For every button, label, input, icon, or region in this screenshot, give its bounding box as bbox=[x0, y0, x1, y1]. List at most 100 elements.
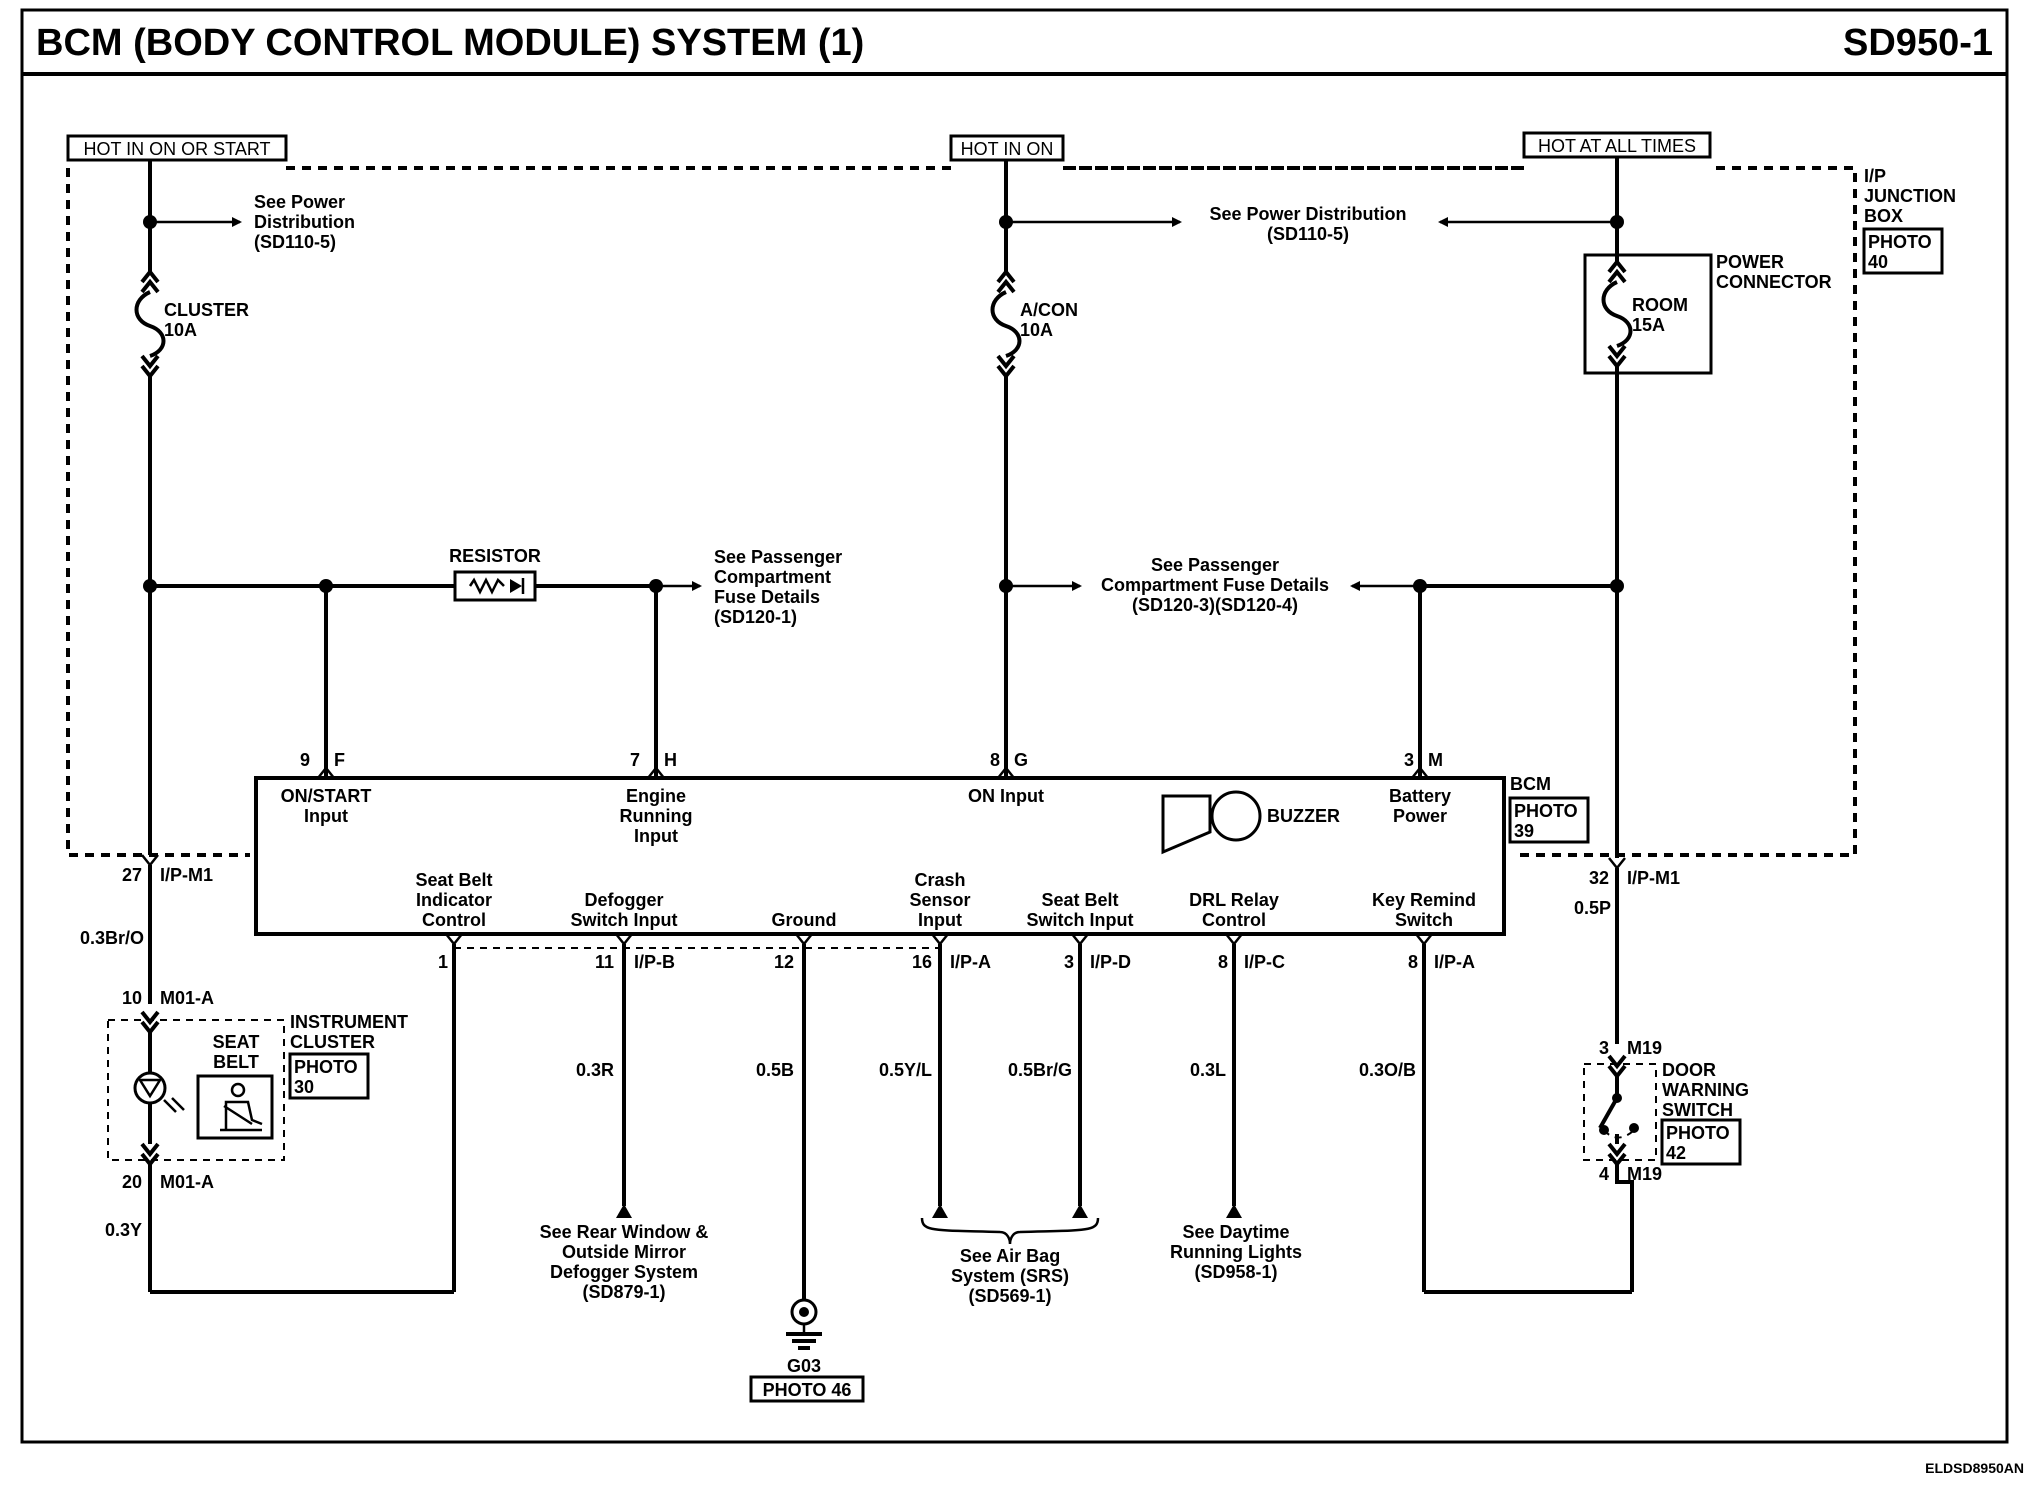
svg-text:BCM: BCM bbox=[1510, 774, 1551, 794]
bcm-output-crash-sensor: Crash Sensor Input bbox=[909, 870, 970, 930]
svg-text:0.5B: 0.5B bbox=[756, 1060, 794, 1080]
svg-text:10A: 10A bbox=[1020, 320, 1053, 340]
svg-text:M01-A: M01-A bbox=[160, 988, 214, 1008]
ref-passenger-right: See Passenger Compartment Fuse Details (… bbox=[1101, 555, 1329, 615]
svg-text:20: 20 bbox=[122, 1172, 142, 1192]
ref-airbag: See Air Bag System (SRS) (SD569-1) bbox=[951, 1246, 1069, 1306]
bcm-input-engine-running: 7 H Engine Running Input bbox=[620, 750, 693, 846]
svg-text:3: 3 bbox=[1404, 750, 1414, 770]
ground-symbol: G03 PHOTO 46 bbox=[749, 1298, 865, 1403]
door-warning-switch: DOOR WARNING SWITCH PHOTO 42 bbox=[1583, 1054, 1749, 1168]
svg-text:CLUSTER: CLUSTER bbox=[164, 300, 249, 320]
svg-text:Running Lights: Running Lights bbox=[1170, 1242, 1302, 1262]
svg-text:PHOTO: PHOTO bbox=[1514, 801, 1578, 821]
svg-text:ON Input: ON Input bbox=[968, 786, 1044, 806]
svg-text:M19: M19 bbox=[1627, 1164, 1662, 1184]
power-label-hot-start: HOT IN ON OR START bbox=[66, 134, 288, 162]
svg-text:PHOTO: PHOTO bbox=[1666, 1123, 1730, 1143]
ref-power-dist-mid: See Power Distribution (SD110-5) bbox=[1209, 204, 1406, 244]
svg-text:Control: Control bbox=[1202, 910, 1266, 930]
svg-text:M: M bbox=[1428, 750, 1443, 770]
bcm-output-defogger: Defogger Switch Input bbox=[571, 890, 678, 930]
svg-text:I/P-M1: I/P-M1 bbox=[1627, 868, 1680, 888]
bcm-output-drl: DRL Relay Control bbox=[1189, 890, 1279, 930]
ref-passenger-left: See Passenger Compartment Fuse Details (… bbox=[714, 547, 842, 627]
svg-text:BUZZER: BUZZER bbox=[1267, 806, 1340, 826]
svg-text:I/P-A: I/P-A bbox=[1434, 952, 1475, 972]
svg-text:PHOTO: PHOTO bbox=[1868, 232, 1932, 252]
svg-text:Defogger System: Defogger System bbox=[550, 1262, 698, 1282]
svg-text:1: 1 bbox=[438, 952, 448, 972]
svg-text:12: 12 bbox=[774, 952, 794, 972]
svg-text:Crash: Crash bbox=[914, 870, 965, 890]
svg-text:32: 32 bbox=[1589, 868, 1609, 888]
svg-text:39: 39 bbox=[1514, 821, 1534, 841]
bcm-input-battery: 3 M Battery Power bbox=[1389, 750, 1451, 826]
svg-text:SEAT: SEAT bbox=[213, 1032, 260, 1052]
svg-text:M01-A: M01-A bbox=[160, 1172, 214, 1192]
svg-text:See Power Distribution: See Power Distribution bbox=[1209, 204, 1406, 224]
svg-text:Switch Input: Switch Input bbox=[571, 910, 678, 930]
svg-text:F: F bbox=[334, 750, 345, 770]
svg-text:Running: Running bbox=[620, 806, 693, 826]
svg-text:DRL Relay: DRL Relay bbox=[1189, 890, 1279, 910]
power-label-hot-all: HOT AT ALL TIMES bbox=[1522, 131, 1712, 159]
svg-text:System (SRS): System (SRS) bbox=[951, 1266, 1069, 1286]
svg-text:8: 8 bbox=[990, 750, 1000, 770]
svg-text:10A: 10A bbox=[164, 320, 197, 340]
svg-text:(SD879-1): (SD879-1) bbox=[582, 1282, 665, 1302]
footer-ref: ELDSD8950AN bbox=[1925, 1460, 2024, 1476]
bcm-input-on: 8 G ON Input bbox=[968, 750, 1044, 806]
svg-text:G03: G03 bbox=[787, 1356, 821, 1376]
svg-text:BELT: BELT bbox=[213, 1052, 259, 1072]
svg-text:Power: Power bbox=[1393, 806, 1447, 826]
svg-text:See Passenger: See Passenger bbox=[1151, 555, 1279, 575]
ref-drl: See Daytime Running Lights (SD958-1) bbox=[1170, 1222, 1302, 1282]
instrument-cluster: SEAT BELT INSTRUMENT CLUSTER PHOTO 30 bbox=[107, 1010, 408, 1168]
airbag-brace bbox=[920, 1217, 1100, 1245]
svg-text:See Air Bag: See Air Bag bbox=[960, 1246, 1060, 1266]
svg-text:I/P-M1: I/P-M1 bbox=[160, 865, 213, 885]
svg-text:PHOTO: PHOTO bbox=[294, 1057, 358, 1077]
svg-text:See Passenger: See Passenger bbox=[714, 547, 842, 567]
svg-text:Fuse Details: Fuse Details bbox=[714, 587, 820, 607]
svg-text:0.5P: 0.5P bbox=[1574, 898, 1611, 918]
svg-text:HOT IN ON OR START: HOT IN ON OR START bbox=[83, 139, 270, 159]
svg-text:Switch Input: Switch Input bbox=[1027, 910, 1134, 930]
svg-text:(SD569-1): (SD569-1) bbox=[968, 1286, 1051, 1306]
svg-text:HOT IN ON: HOT IN ON bbox=[961, 139, 1054, 159]
svg-text:INSTRUMENT: INSTRUMENT bbox=[290, 1012, 408, 1032]
svg-text:I/P-C: I/P-C bbox=[1244, 952, 1285, 972]
svg-text:Input: Input bbox=[634, 826, 678, 846]
bcm-output-seatbelt-switch: Seat Belt Switch Input bbox=[1027, 890, 1134, 930]
bcm-module: BCM PHOTO 39 BUZZER bbox=[254, 774, 1590, 936]
svg-text:Key Remind: Key Remind bbox=[1372, 890, 1476, 910]
svg-text:CLUSTER: CLUSTER bbox=[290, 1032, 375, 1052]
resistor: RESISTOR bbox=[449, 546, 541, 602]
svg-text:WARNING: WARNING bbox=[1662, 1080, 1749, 1100]
fuse-cluster: CLUSTER 10A bbox=[134, 268, 249, 380]
svg-text:G: G bbox=[1014, 750, 1028, 770]
svg-text:30: 30 bbox=[294, 1077, 314, 1097]
page-frame bbox=[20, 8, 2009, 1444]
svg-text:0.3O/B: 0.3O/B bbox=[1359, 1060, 1416, 1080]
svg-text:3: 3 bbox=[1599, 1038, 1609, 1058]
ref-power-dist-left: See Power Distribution (SD110-5) bbox=[254, 192, 355, 252]
svg-text:SWITCH: SWITCH bbox=[1662, 1100, 1733, 1120]
power-connector: ROOM 15A POWER CONNECTOR bbox=[1583, 252, 1832, 375]
svg-text:0.3L: 0.3L bbox=[1190, 1060, 1226, 1080]
svg-text:(SD120-1): (SD120-1) bbox=[714, 607, 797, 627]
svg-text:Sensor: Sensor bbox=[909, 890, 970, 910]
svg-text:Control: Control bbox=[422, 910, 486, 930]
svg-text:Outside Mirror: Outside Mirror bbox=[562, 1242, 686, 1262]
svg-text:8: 8 bbox=[1408, 952, 1418, 972]
svg-text:4: 4 bbox=[1599, 1164, 1609, 1184]
svg-text:I/P: I/P bbox=[1864, 166, 1886, 186]
power-label-hot-on: HOT IN ON bbox=[949, 134, 1065, 162]
bcm-output-key-remind: Key Remind Switch bbox=[1372, 890, 1476, 930]
diagram-code: SD950-1 bbox=[1843, 22, 1993, 64]
svg-text:I/P-A: I/P-A bbox=[950, 952, 991, 972]
svg-text:0.3Br/O: 0.3Br/O bbox=[80, 928, 144, 948]
fuse-acon: A/CON 10A bbox=[990, 268, 1078, 380]
